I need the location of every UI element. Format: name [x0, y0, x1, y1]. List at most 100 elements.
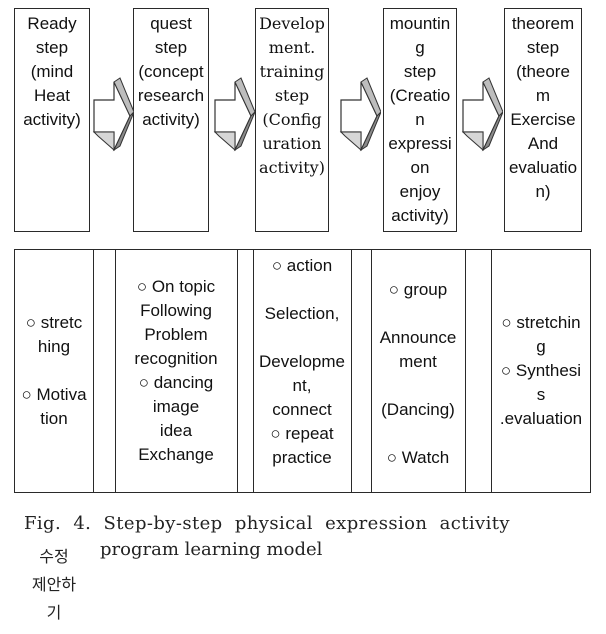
text-line: (theore	[516, 62, 570, 81]
text-line: Exercise	[510, 110, 576, 129]
text-line: step	[403, 62, 437, 81]
text-line: uration	[262, 134, 322, 153]
caption-line-1: Fig. 4. Step-by-step physical expression…	[24, 513, 510, 534]
text-line: research	[137, 86, 205, 105]
text-line: step	[154, 38, 188, 57]
text-line: ○ dancing	[138, 373, 214, 392]
step-text: quest step (concept research activity)	[134, 9, 208, 132]
text-line: Problem	[144, 325, 208, 344]
text-line: Developme	[259, 352, 345, 371]
text-line: ○ Synthesi	[500, 361, 582, 380]
text-line: Following	[140, 301, 212, 320]
text-line: 기	[46, 603, 62, 622]
text-line: quest	[150, 14, 192, 33]
text-line: tion	[40, 409, 68, 428]
table-divider	[491, 250, 492, 492]
text-line	[371, 422, 465, 446]
text-line: (concept	[138, 62, 204, 81]
text-line: .evaluation	[499, 409, 583, 428]
text-line: image	[152, 397, 200, 416]
arrow-right-icon	[213, 77, 255, 152]
text-line: Heat	[34, 86, 70, 105]
text-line: Selection,	[264, 304, 340, 323]
text-line: ment	[399, 352, 437, 371]
text-line: g	[415, 38, 425, 57]
text-line: on	[410, 158, 430, 177]
table-divider	[371, 250, 372, 492]
text-line: training	[259, 62, 325, 81]
text-line: (mind	[30, 62, 74, 81]
table-divider	[237, 250, 238, 492]
text-line: (Config	[262, 110, 322, 129]
text-line: 수정	[39, 547, 69, 566]
arrow-right-icon	[339, 77, 381, 152]
table-divider	[465, 250, 466, 492]
text-line: ○ group	[388, 280, 448, 299]
step-box-quest: quest step (concept research activity)	[133, 8, 209, 232]
text-line	[371, 302, 465, 326]
text-line: activity)	[142, 110, 200, 129]
text-line: activity)	[23, 110, 81, 129]
text-line: g	[536, 337, 546, 356]
text-line: nt,	[292, 376, 312, 395]
text-line: idea	[159, 421, 193, 440]
text-line: step	[35, 38, 69, 57]
text-line: activity)	[259, 158, 325, 177]
figure-caption: Fig. 4. Step-by-step physical expression…	[24, 511, 510, 563]
text-line: enjoy	[399, 182, 441, 201]
text-line	[371, 374, 465, 398]
text-line: recognition	[134, 349, 218, 368]
text-line: evaluatio	[508, 158, 578, 177]
caption-line-2: program learning model	[100, 539, 323, 560]
text-line: Exchange	[138, 445, 214, 464]
table-divider	[351, 250, 352, 492]
text-line: ○ On topic	[136, 277, 216, 296]
text-line: practice	[272, 448, 332, 467]
text-line: ment.	[268, 38, 316, 57]
text-line: ○ Motiva	[21, 385, 87, 404]
table-divider	[115, 250, 116, 492]
arrow-right-icon	[92, 77, 134, 152]
table-divider	[93, 250, 94, 492]
text-line: ○ Watch	[386, 448, 450, 467]
text-line: connect	[272, 400, 332, 419]
text-line: Ready	[27, 14, 77, 33]
step-text: Develop ment. training step (Config uration ac…	[256, 9, 328, 180]
text-line: n	[415, 110, 425, 129]
text-line: ○ stretc	[25, 313, 83, 332]
text-line: m	[535, 86, 551, 105]
text-line: ○ repeat	[270, 424, 334, 443]
text-line: And	[527, 134, 559, 153]
text-line: hing	[37, 337, 71, 356]
text-line: ○ stretchin	[501, 313, 581, 332]
text-line: n)	[535, 182, 551, 201]
text-line	[253, 326, 351, 350]
step-box-development: Develop ment. training step (Config uration ac…	[255, 8, 329, 232]
text-line: step	[274, 86, 310, 105]
table-cell-mounting: ○ group Announce ment (Dancing) ○ Watch	[371, 250, 465, 492]
text-line: expressi	[388, 134, 452, 153]
text-line: 제안하	[31, 575, 77, 594]
text-line: (Dancing)	[381, 400, 455, 419]
table-divider	[253, 250, 254, 492]
arrow-right-icon	[461, 77, 503, 152]
text-line: step	[526, 38, 560, 57]
table-cell-theorem: ○ stretchin g ○ Synthesi s .evaluation	[491, 250, 591, 492]
text-line: Announce	[379, 328, 457, 347]
text-line: Develop	[259, 14, 325, 33]
text-line: theorem	[511, 14, 575, 33]
text-line: activity)	[391, 206, 449, 225]
text-line: s	[536, 385, 546, 404]
text-line	[15, 359, 93, 383]
